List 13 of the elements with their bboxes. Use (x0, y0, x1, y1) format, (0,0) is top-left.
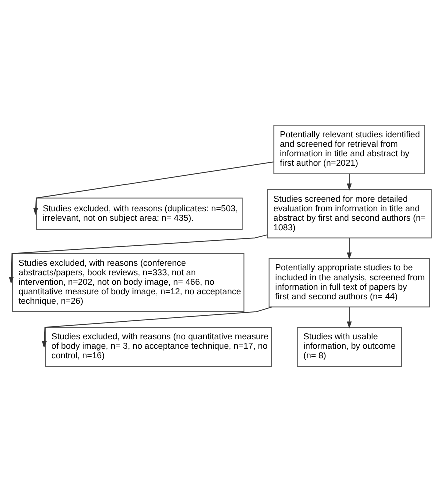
node-box: Potentially relevant studies identified and screened for retrieval from information in title and abstract by first author (n=2021) (274, 125, 426, 174)
arrow (34, 162, 274, 216)
node-box: Studies excluded, with reasons (no quantitative measure of body image, n= 3, no acceptance technique, n=17, no control, n=16) (45, 327, 272, 367)
node-box: Potentially appropriate studies to be included in the analysis, screened from information in full text of papers by first and second authors (n= 44) (268, 258, 430, 308)
arrow (347, 306, 352, 329)
arrow (42, 306, 273, 348)
arrow (347, 238, 352, 260)
node-box: Studies excluded, with reasons (conference abstracts/papers, book reviews, n=333, not an intervention, n=202, not on body image, n= 466, no quantitative measure of body image, n=12, no acceptance technique, n=26) (12, 253, 245, 312)
node-box: Studies with usable information, by outcome (n= 8) (297, 327, 402, 367)
arrow (9, 234, 268, 284)
node-box: Studies excluded, with reasons (duplicates: n=503, irrelevant, not on subject area: n= 435). (36, 198, 243, 230)
node-box: Studies screened for more detailed evaluation from information in title and abstract by first and second authors (n= 1083) (267, 189, 432, 239)
arrow (347, 174, 352, 191)
